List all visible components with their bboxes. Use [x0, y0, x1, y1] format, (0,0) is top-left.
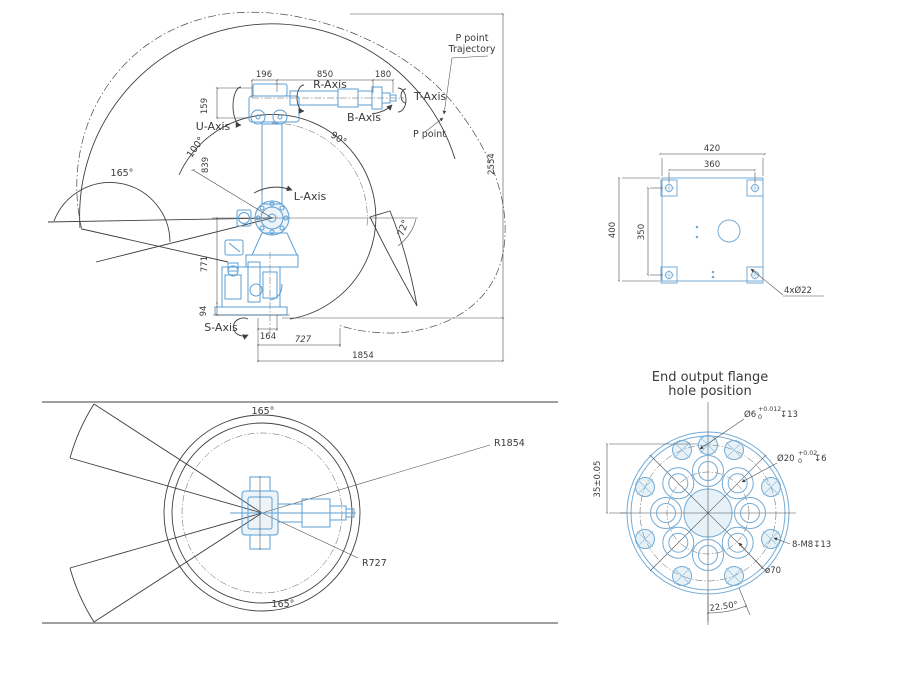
- flange-dimensions: [605, 418, 791, 622]
- dim-164: 164: [260, 332, 276, 342]
- dim-196: 196: [256, 70, 272, 80]
- recess-depth: ↧6: [814, 454, 827, 464]
- label-trajectory-1: P point: [456, 33, 489, 44]
- dim-360: 360: [704, 160, 720, 170]
- label-r1854: R1854: [494, 438, 525, 449]
- dowel-tol-lower: 0: [758, 414, 762, 421]
- dim-350: 350: [637, 224, 647, 240]
- angle-90: 90°: [328, 130, 348, 148]
- flange-body: [620, 402, 796, 625]
- u-axis-rotation-icon: [232, 86, 242, 128]
- reach-arc-large: [79, 23, 456, 229]
- fan-bottom-line: [81, 228, 229, 263]
- arc-72: [397, 218, 417, 247]
- label-s-axis: S-Axis: [204, 321, 238, 334]
- recess-leader: [741, 462, 778, 483]
- top-view: 165° 165° R1854 R727: [42, 401, 558, 624]
- b-axis-arrow: [371, 104, 393, 115]
- label-p-point: P point: [413, 129, 446, 140]
- s-axis-rotation-icon: [232, 317, 249, 340]
- l-axis-rotation-icon: [253, 185, 293, 194]
- dim-771: 771: [200, 256, 210, 272]
- dowel-tol-upper: +0.012: [758, 406, 781, 413]
- bolt-holes-leader: [750, 268, 784, 296]
- dim-727: 727: [295, 335, 312, 345]
- label-b-axis: B-Axis: [347, 111, 381, 124]
- base-view-dimensions: [617, 152, 824, 297]
- t-axis-rotation-icon: [400, 88, 407, 104]
- r1854-line: [261, 444, 491, 514]
- dim-420: 420: [704, 144, 720, 154]
- side-view-dimensions: [191, 12, 505, 363]
- angle-100: 100°: [185, 135, 207, 160]
- dowel-dia: Ø6: [744, 409, 756, 420]
- label-u-axis: U-Axis: [196, 120, 231, 133]
- fan-edge-lower: [95, 217, 273, 263]
- bc70-leader: [738, 542, 764, 570]
- flange-view: End output flange hole position: [593, 370, 831, 625]
- label-t-axis: T-Axis: [413, 90, 447, 103]
- recess-dia: Ø20: [777, 453, 795, 464]
- dim-1854: 1854: [352, 351, 374, 361]
- dim-839: 839: [201, 157, 211, 173]
- base-mounting-view: 420 360 400 350 4xØ22: [608, 144, 824, 297]
- recess-holes: [650, 455, 766, 571]
- p-point-trajectory-curve: [76, 11, 506, 334]
- dim-94: 94: [199, 306, 209, 317]
- label-l-axis: L-Axis: [294, 190, 327, 203]
- dim-35: 35±0.05: [593, 461, 603, 498]
- reach-arc-medium: [178, 113, 377, 320]
- flange-title-line1: End output flange: [652, 370, 769, 385]
- trajectory-leader: [442, 55, 489, 115]
- dim-159: 159: [200, 98, 210, 114]
- b-axis-rotation-icon: [397, 87, 407, 113]
- dim-70: ø70: [765, 566, 781, 576]
- angle-165-bottom: 165°: [272, 599, 295, 610]
- angle-2250: 22.50°: [709, 600, 739, 614]
- recess-tol-upper: +0.02: [798, 450, 817, 457]
- robot-top: [230, 476, 356, 550]
- label-trajectory-2: Trajectory: [448, 44, 496, 55]
- arc-90deg: [271, 122, 368, 227]
- label-r727: R727: [362, 558, 387, 569]
- tapped-leader: [773, 537, 791, 545]
- angle-165-top: 165°: [252, 406, 275, 417]
- side-view: 196 850 180 159 839 2554 771 94 164 727 …: [47, 11, 506, 363]
- angle-72: 72°: [396, 218, 412, 238]
- bolt-holes: [635, 435, 781, 586]
- flange-title-line2: hole position: [668, 384, 751, 399]
- label-corner-holes: 4xØ22: [784, 285, 812, 296]
- label-r-axis: R-Axis: [313, 78, 347, 91]
- dim-850: 850: [317, 70, 333, 80]
- label-tapped-holes: 8-M8↧13: [792, 540, 831, 550]
- wedge-72: [369, 210, 418, 307]
- dowel-leader: [699, 418, 745, 450]
- dim-180: 180: [375, 70, 391, 80]
- down-reach-dome: [53, 182, 171, 243]
- angle-165-side: 165°: [111, 168, 134, 179]
- ring-outer: [163, 414, 361, 612]
- recess-tol-lower: 0: [798, 458, 802, 465]
- fan-edge-upper: [47, 217, 273, 223]
- base-plate: [660, 177, 764, 284]
- dowel-depth: ↧13: [780, 410, 798, 420]
- p-point-leader: [424, 117, 444, 133]
- r-axis-rotation-icon: [296, 84, 305, 114]
- dim-2554: 2554: [487, 153, 497, 175]
- dim-400: 400: [608, 222, 618, 238]
